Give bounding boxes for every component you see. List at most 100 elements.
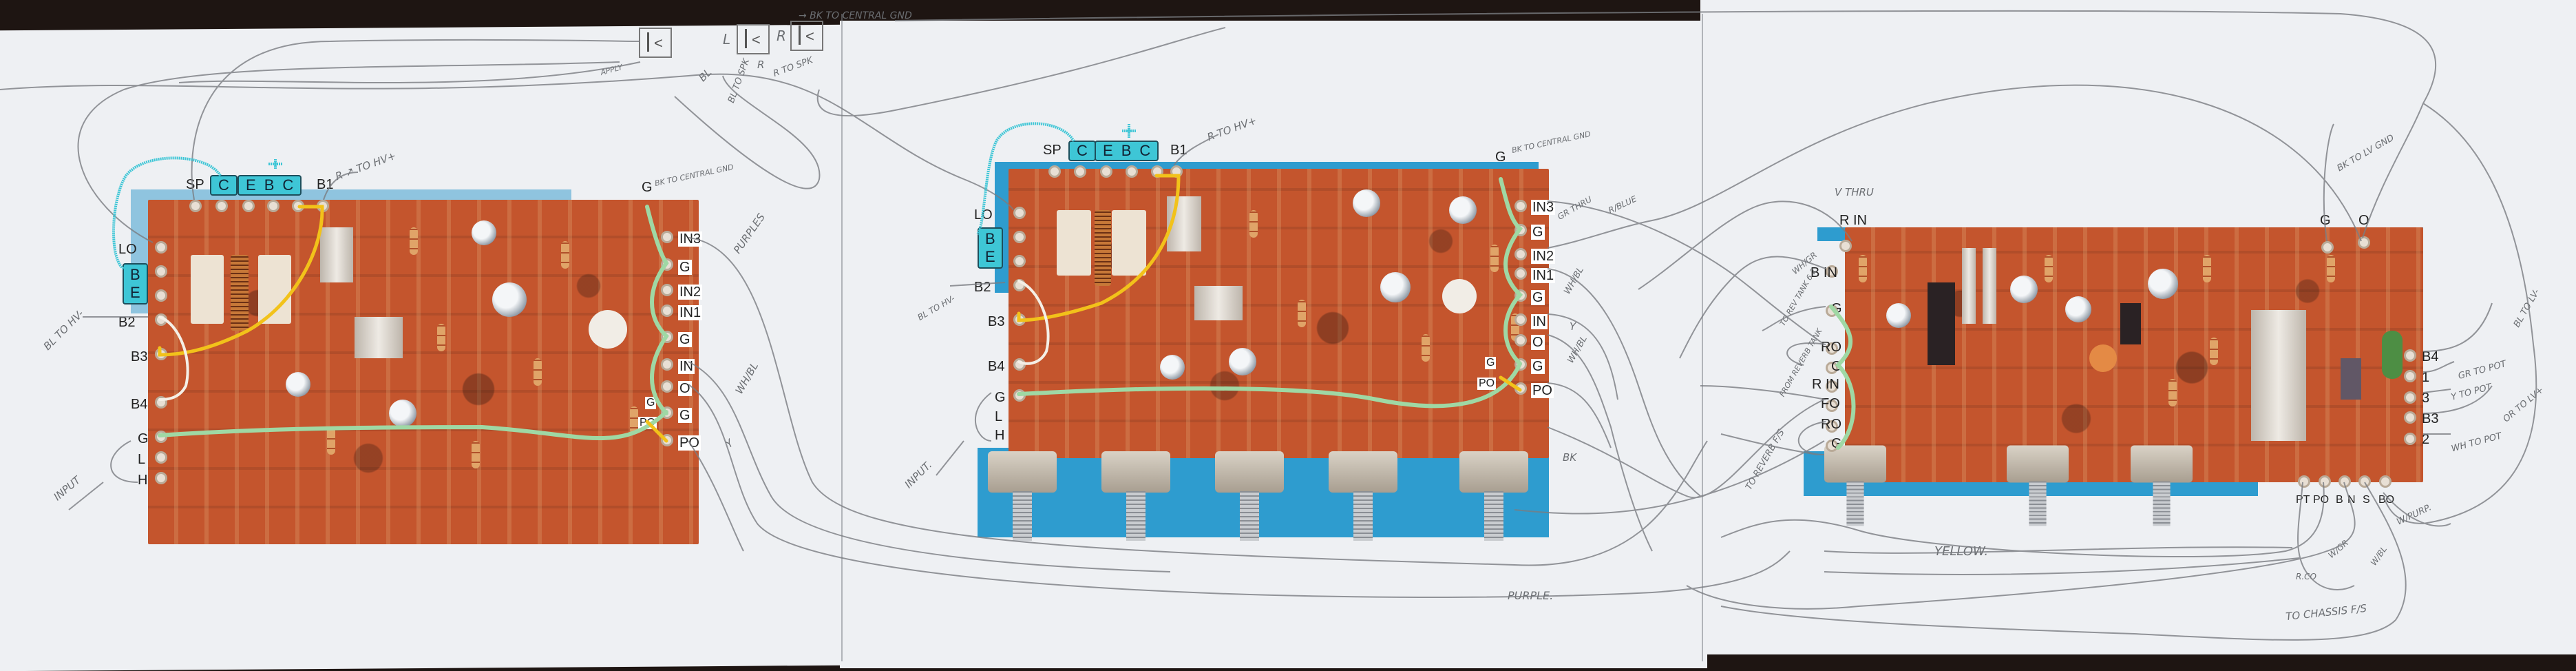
resistor [1249, 210, 1258, 238]
pad-g-top [2321, 241, 2334, 254]
capacitor [1886, 303, 1911, 328]
label-in2: IN2 [678, 285, 703, 300]
label-l: L [995, 409, 1003, 424]
resistor [2327, 255, 2335, 282]
tag-c-text: C [1077, 142, 1088, 159]
pad-o [661, 380, 673, 393]
resistor [2045, 255, 2053, 282]
resistor [327, 427, 335, 455]
label-top-o: O [2358, 213, 2369, 228]
label-inner-g: G [645, 397, 657, 409]
film-cap [2382, 331, 2403, 379]
capacitor [2148, 269, 2178, 299]
label-r-in: R IN [1812, 377, 1839, 392]
note-bk-to-central-gnd: → BK TO CENTRAL GND [799, 10, 912, 21]
power-resistor [191, 255, 224, 324]
label-g: G [678, 260, 692, 275]
pad-r-in-top [1839, 240, 1852, 252]
resistor [2203, 255, 2211, 282]
pad-e [155, 289, 167, 302]
resistor [2168, 379, 2177, 406]
pad-sp [1048, 165, 1061, 178]
label-o: O [1531, 335, 1545, 350]
pad-r-in [1826, 380, 1838, 393]
label-g: G [678, 332, 692, 347]
pad-ro [1826, 420, 1838, 433]
label-g: G [1531, 225, 1545, 240]
jack-switch-left: < [737, 24, 770, 54]
pot-5[interactable] [1459, 451, 1528, 541]
inductor-coil [1095, 210, 1111, 286]
ic-chip [2120, 303, 2141, 344]
pad-g [1826, 440, 1838, 452]
pad-b [267, 200, 279, 212]
note-v-thru: V THRU [1835, 186, 1874, 198]
heatsink [320, 227, 353, 282]
pot-2[interactable] [1101, 451, 1170, 541]
reverb-driver-heatsink [1962, 248, 1976, 324]
resistor [534, 358, 542, 386]
tag-c: C [282, 176, 294, 194]
pad-po [2319, 475, 2331, 488]
tag-ebc: E B C [237, 175, 302, 196]
pot-3[interactable] [1215, 451, 1284, 541]
heatsink [355, 317, 403, 358]
label-b3: B3 [988, 314, 1005, 329]
label-n: N [2347, 494, 2356, 506]
label-sp: SP [1043, 143, 1062, 158]
capacitor [389, 400, 416, 427]
pad-in [661, 358, 673, 371]
pad-o [1514, 334, 1527, 347]
label-3: 3 [2422, 391, 2430, 406]
pot-reverb-1[interactable] [1824, 445, 1886, 526]
capacitor [286, 372, 310, 397]
board2-pcb [1009, 169, 1549, 458]
label-b2: B2 [118, 315, 136, 330]
resistor [437, 324, 445, 351]
pad-b-in [1826, 265, 1838, 278]
label-s: S [2363, 494, 2370, 506]
pad-sp [189, 200, 202, 212]
tag-c-text: C [218, 176, 229, 194]
capacitor [1380, 272, 1411, 302]
label-in2: IN2 [1531, 249, 1556, 264]
pot-1[interactable] [988, 451, 1057, 541]
pad-in2 [1514, 248, 1527, 260]
pad-3 [2404, 391, 2416, 404]
label-fo: FO [1821, 396, 1840, 411]
pad-1 [2404, 370, 2416, 382]
pad-b [155, 265, 167, 278]
tag-b: B [264, 176, 275, 194]
label-ro: RO [1821, 340, 1841, 355]
label-switch-r: R [777, 28, 786, 44]
tag-e: E [1103, 142, 1113, 159]
jack-switch-1: < [639, 28, 672, 58]
label-in1: IN1 [1531, 268, 1556, 283]
label-inner-g: G [1485, 357, 1497, 369]
capacitor [2010, 276, 2038, 303]
label-g: G [138, 431, 149, 446]
trimmer-pot [589, 310, 627, 349]
pot-reverb-2[interactable] [2007, 445, 2069, 526]
pad-in1 [1514, 267, 1527, 280]
reverb-driver-heatsink [1983, 248, 1996, 324]
capacitor [1160, 355, 1185, 380]
pot-reverb-3[interactable] [2131, 445, 2193, 526]
note-y: Y [1570, 320, 1576, 333]
pot-4[interactable] [1329, 451, 1397, 541]
heatsink [1194, 286, 1243, 320]
capacitor [1353, 189, 1380, 217]
pad-fo [1826, 400, 1838, 412]
inductor-coil [231, 255, 249, 331]
tag-e: E [246, 176, 256, 194]
capacitor [2065, 296, 2091, 322]
tag-c: C [1139, 142, 1151, 159]
pad-e [242, 200, 255, 212]
pad-b4 [2404, 349, 2416, 362]
label-po: PO [2313, 494, 2330, 506]
resistor [472, 441, 480, 468]
label-l: L [138, 452, 146, 467]
tag-e: E [985, 248, 995, 265]
label-sp: SP [186, 177, 204, 192]
pad-g [1826, 362, 1838, 374]
